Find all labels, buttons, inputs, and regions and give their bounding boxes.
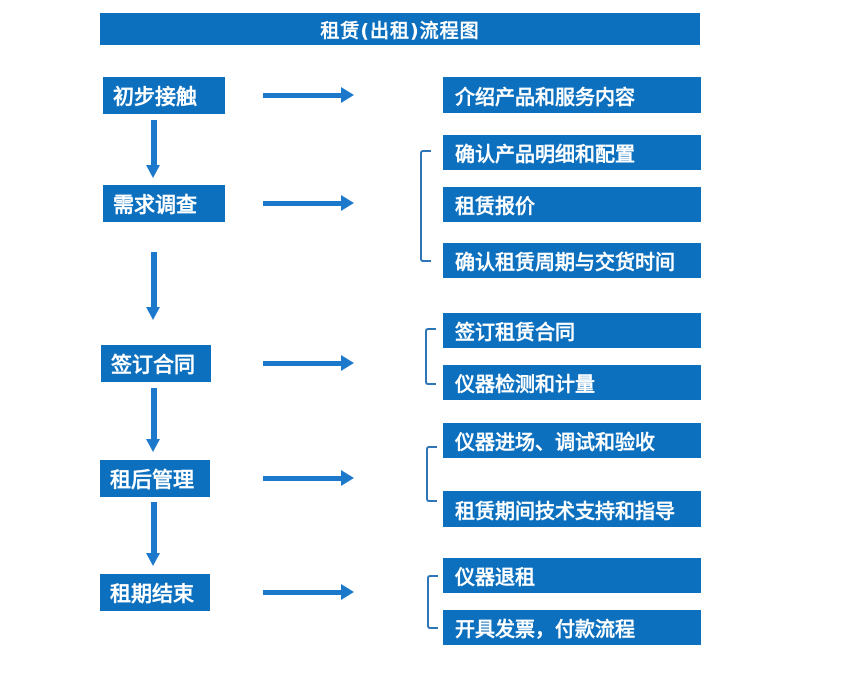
detail-box-instrument-arrival-acceptance: 仪器进场、调试和验收 [443, 423, 701, 458]
group-bracket [427, 575, 438, 629]
arrow-head [146, 553, 160, 566]
arrow-down-icon [146, 502, 161, 566]
group-bracket [426, 446, 437, 502]
arrow-head [341, 584, 354, 600]
arrow-right-icon [263, 584, 354, 601]
arrow-shaft [263, 476, 342, 481]
arrow-head [341, 355, 354, 371]
detail-box-confirm-product-details: 确认产品明细和配置 [443, 135, 701, 170]
detail-box-confirm-rental-period-delivery: 确认租赁周期与交货时间 [443, 243, 701, 278]
title-bar: 租赁(出租)流程图 [100, 13, 700, 45]
arrow-down-icon [146, 120, 161, 178]
arrow-head [146, 307, 160, 320]
detail-box-rental-quotation: 租赁报价 [443, 187, 701, 222]
arrow-right-icon [263, 87, 354, 104]
arrow-shaft [263, 201, 342, 206]
arrow-right-icon [263, 470, 354, 487]
detail-box-instrument-return: 仪器退租 [443, 558, 701, 593]
arrow-shaft [150, 252, 157, 307]
arrow-shaft [263, 361, 342, 366]
detail-box-technical-support-guidance: 租赁期间技术支持和指导 [443, 491, 701, 527]
arrow-right-icon [263, 195, 354, 212]
detail-box-invoice-payment-process: 开具发票，付款流程 [443, 610, 701, 645]
step-box-sign-contract: 签订合同 [101, 345, 211, 382]
arrow-head [341, 195, 354, 211]
step-box-demand-survey: 需求调查 [103, 185, 225, 222]
step-box-lease-end: 租期结束 [100, 574, 210, 611]
arrow-right-icon [263, 355, 354, 372]
page-title: 租赁(出租)流程图 [320, 19, 480, 42]
arrow-shaft [263, 590, 342, 595]
arrow-down-icon [146, 252, 161, 320]
group-bracket [425, 328, 436, 385]
arrow-shaft [263, 93, 342, 98]
detail-box-sign-rental-contract: 签订租赁合同 [443, 313, 701, 348]
arrow-shaft [150, 388, 157, 439]
detail-box-instrument-testing-calibration: 仪器检测和计量 [443, 365, 701, 400]
arrow-head [146, 439, 160, 452]
arrow-head [341, 87, 354, 103]
arrow-down-icon [146, 388, 161, 452]
arrow-head [146, 165, 160, 178]
step-box-post-rental-management: 租后管理 [100, 460, 210, 497]
group-bracket [420, 150, 431, 262]
step-box-initial-contact: 初步接触 [103, 77, 225, 114]
arrow-shaft [150, 120, 157, 165]
arrow-head [341, 470, 354, 486]
arrow-shaft [150, 502, 157, 553]
detail-box-introduce-products-services: 介绍产品和服务内容 [443, 77, 701, 113]
